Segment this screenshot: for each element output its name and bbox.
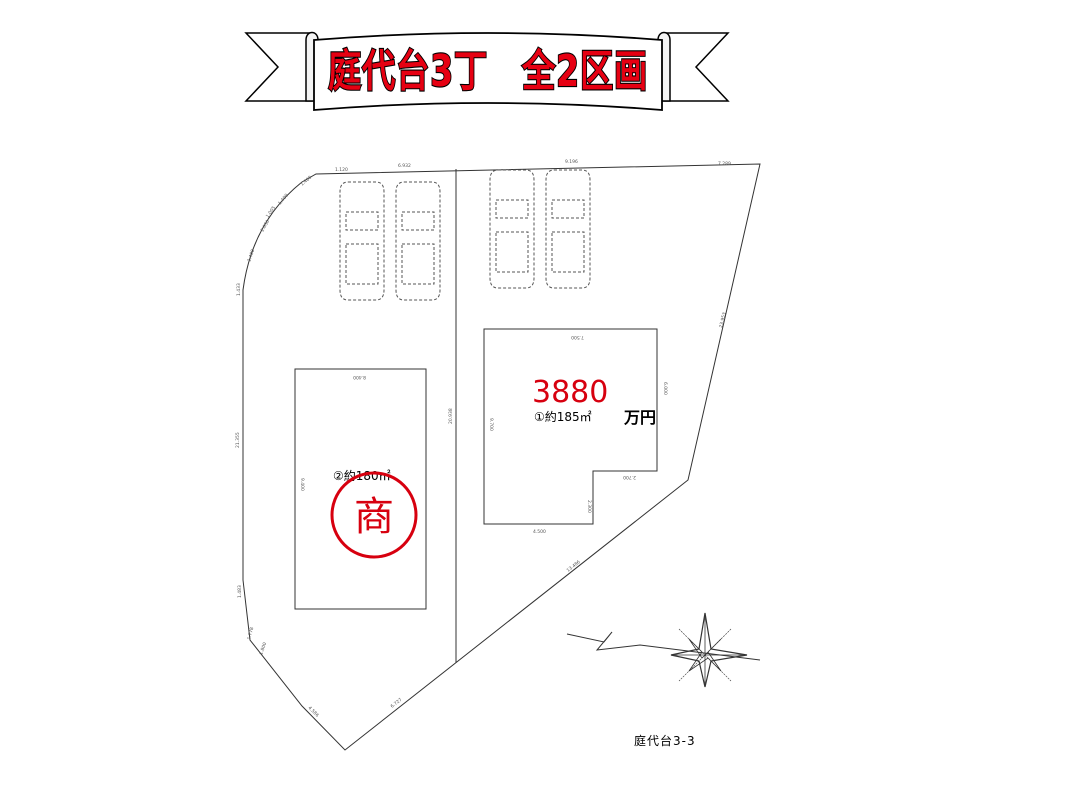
dim-top-3: 9.196 <box>565 159 578 165</box>
lot-1-building <box>483 328 658 525</box>
dim-left-4: 1.778 <box>246 626 255 640</box>
lot-1-price: 3880 <box>532 375 608 410</box>
dim-curve-4: 1.005 <box>265 205 277 219</box>
dim-left-2: 21.355 <box>235 432 241 448</box>
dim-lot1-right: 6.000 <box>662 382 668 395</box>
lot-1-price-unit: 万円 <box>623 408 656 427</box>
banner-title: 庭代台3丁 全2区画 <box>328 46 648 97</box>
dim-top-1: 1.120 <box>335 167 348 173</box>
dim-lot1-notch: 2.700 <box>623 474 636 480</box>
dim-curve-5: 1.400 <box>246 248 256 262</box>
dim-lot1-bottom: 4.500 <box>533 529 546 535</box>
banner-body <box>313 32 663 111</box>
dim-divider: 20.938 <box>448 408 454 424</box>
dim-right-edge: 23.953 <box>718 312 728 329</box>
dim-lot1-notch-v: 2.300 <box>586 500 592 513</box>
lot-1-area-label: ①約185㎡ <box>534 409 592 424</box>
north-arrow-icon <box>566 631 761 661</box>
dim-left-1: 1.433 <box>236 283 242 296</box>
banner-ribbon-right <box>663 32 730 102</box>
dim-bottom-2: 4.586 <box>307 705 320 718</box>
address-label: 庭代台3-3 <box>634 733 696 748</box>
dim-diag: 13.486 <box>566 559 582 574</box>
dim-bottom-1: 6.727 <box>390 697 404 710</box>
dim-top-4: 7.289 <box>718 161 731 167</box>
dim-lot2-left: 9.400 <box>299 478 305 491</box>
dim-top-2: 6.932 <box>398 163 411 169</box>
dim-lot1-top: 7.500 <box>571 334 584 340</box>
title-banner: 庭代台3丁 全2区画 <box>244 31 730 111</box>
compass-rose-icon <box>670 612 748 688</box>
dim-curve-3: 2.850 <box>260 219 272 233</box>
dim-lot2-top: 8.400 <box>353 374 366 380</box>
parking-car-4 <box>545 169 591 289</box>
dim-left-3: 1.483 <box>237 585 243 598</box>
lot-1: 3880 万円 ①約185㎡ <box>483 328 658 525</box>
business-negotiation-badge <box>330 471 418 559</box>
site-boundary <box>242 163 761 751</box>
lot-2: ②約180㎡ 商 <box>294 368 427 610</box>
lot-2-building <box>294 368 427 610</box>
dim-lot1-left: 9.700 <box>488 418 494 431</box>
banner-ribbon-left <box>244 32 313 102</box>
parking-car-2 <box>395 181 441 301</box>
parking-spaces <box>339 169 591 301</box>
parking-car-1 <box>339 181 385 301</box>
business-negotiation-badge-text: 商 <box>354 494 394 540</box>
dim-left-5: 1.800 <box>258 641 268 655</box>
parking-car-3 <box>489 169 535 289</box>
